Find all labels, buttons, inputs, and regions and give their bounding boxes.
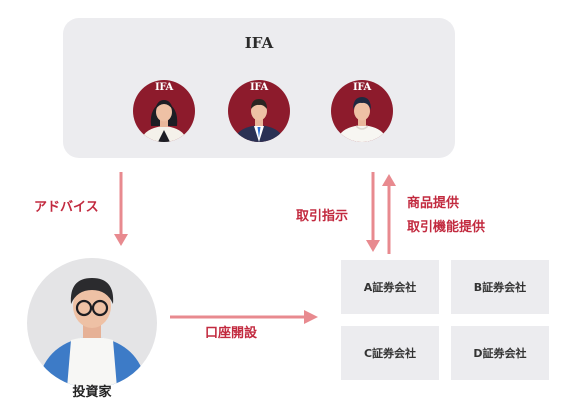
trading-function-label: 取引機能提供 (407, 220, 486, 235)
advisor-badge: IFA (352, 82, 372, 93)
broker-box-a: A証券会社 (341, 260, 439, 314)
advisor-suit-avatar: IFA (228, 80, 290, 142)
advice-label: アドバイス (34, 200, 99, 215)
investor-avatar (27, 258, 157, 388)
advisor-badge: IFA (249, 82, 269, 93)
female-advisor-icon (141, 100, 187, 142)
advisor-casual-avatar: IFA (331, 80, 393, 142)
product-provision-label: 商品提供 (407, 196, 460, 211)
advice-arrow-icon (114, 172, 128, 246)
ifa-title: IFA (244, 34, 274, 52)
investor-icon (37, 278, 147, 388)
account-opening-arrow-icon (170, 310, 318, 324)
advisor-badge: IFA (154, 82, 174, 93)
broker-box-d: D証券会社 (451, 326, 549, 380)
broker-box-b: B証券会社 (451, 260, 549, 314)
trade-instruction-label: 取引指示 (296, 209, 349, 224)
trade-instruction-arrow-icon (366, 172, 380, 252)
investor-label: 投資家 (72, 385, 112, 400)
product-provision-arrow-icon (382, 174, 396, 254)
broker-box-c: C証券会社 (341, 326, 439, 380)
casual-advisor-icon (337, 97, 387, 142)
suited-advisor-icon (234, 99, 284, 142)
account-opening-label: 口座開設 (205, 326, 258, 341)
ifa-panel: IFA IFA IFA (63, 18, 455, 158)
advisor-female-avatar: IFA (133, 80, 195, 142)
